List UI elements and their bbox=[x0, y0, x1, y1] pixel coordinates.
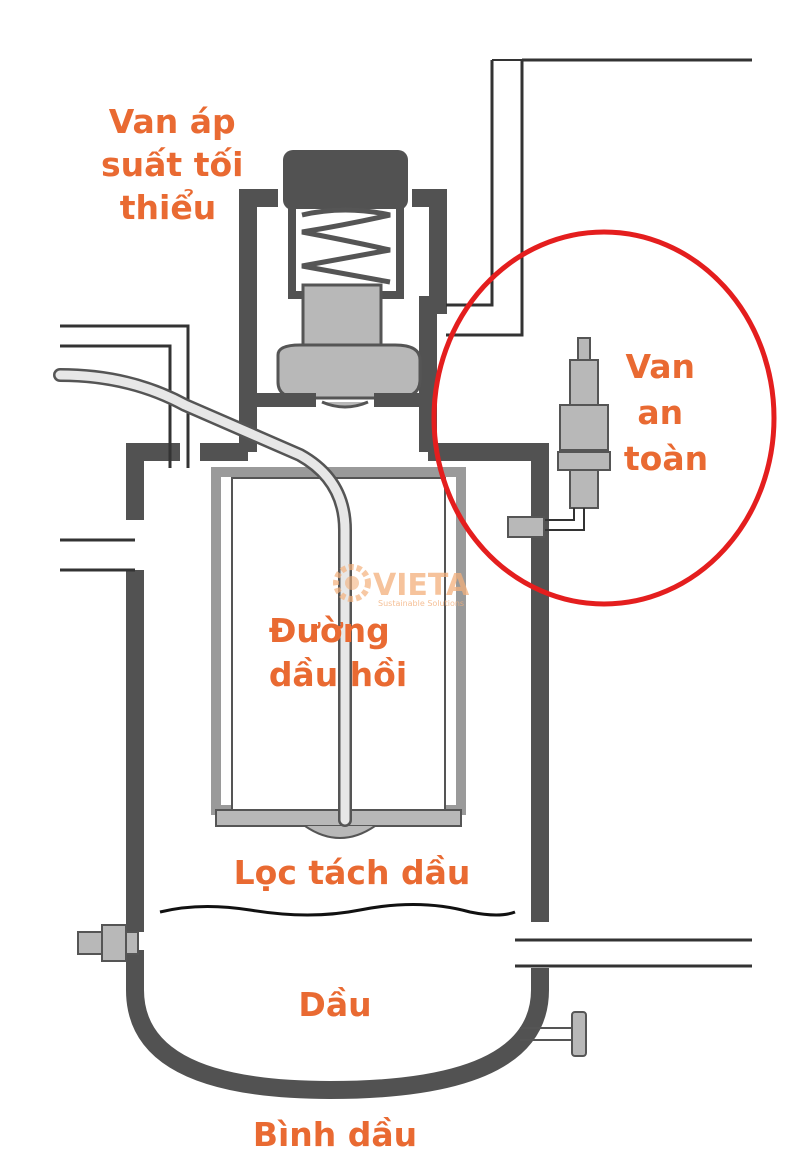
drain-fitting-nut bbox=[101, 924, 127, 962]
filter-cup bbox=[304, 825, 376, 839]
valve-piston bbox=[301, 283, 383, 352]
valve-housing-wall bbox=[239, 189, 447, 452]
valve-disc bbox=[276, 343, 422, 400]
valve-spring bbox=[301, 207, 391, 285]
watermark-tagline: Sustainable Solutions bbox=[378, 599, 464, 608]
label-oil-tank: Bình dầu bbox=[253, 1115, 417, 1154]
label-min-pressure-valve-line-1: Van áp bbox=[109, 102, 236, 141]
oil-return-line bbox=[53, 368, 352, 827]
drain-fitting-pipe bbox=[520, 1027, 575, 1041]
label-min-pressure-valve-line-3: thiểu bbox=[120, 187, 216, 227]
valve-seat-gap bbox=[321, 400, 369, 409]
drain-fitting-cap bbox=[571, 1011, 587, 1057]
label-oil: Dầu bbox=[298, 985, 371, 1024]
drain-fitting-left bbox=[77, 924, 139, 962]
watermark-gear-hub bbox=[345, 576, 359, 590]
label-oil-return-line-2: dầu hồi bbox=[269, 655, 407, 694]
label-min-pressure-valve-line-2: suất tối bbox=[101, 145, 243, 184]
label-oil-return-line-1: Đường bbox=[269, 611, 390, 650]
outlet-pipe bbox=[515, 938, 752, 968]
safety-valve-body bbox=[559, 404, 609, 451]
safety-valve-highlight-circle bbox=[431, 229, 777, 607]
safety-valve-base bbox=[569, 469, 599, 509]
return-tube-inner bbox=[55, 370, 350, 825]
safety-valve bbox=[507, 337, 611, 538]
inlet-pipes bbox=[60, 324, 190, 572]
safety-valve-nut bbox=[557, 451, 611, 471]
label-safety-valve: Van an toàn bbox=[624, 347, 708, 478]
side-inlet-pipe bbox=[60, 538, 135, 572]
safety-valve-port bbox=[507, 516, 545, 538]
valve-outlet-lines bbox=[446, 58, 752, 337]
valve-cap bbox=[283, 150, 408, 210]
outlet-pipes bbox=[515, 938, 752, 968]
watermark-gear-icon bbox=[333, 564, 371, 602]
oil-level-line bbox=[159, 902, 516, 917]
label-safety-valve-line-1: Van bbox=[626, 347, 696, 386]
watermark-brand: VIETA bbox=[373, 568, 470, 603]
safety-valve-top bbox=[569, 359, 599, 406]
watermark: VIETA Sustainable Solutions bbox=[333, 564, 470, 608]
vessel-left-wall bbox=[126, 452, 549, 1100]
drain-fitting-right bbox=[520, 1011, 587, 1057]
min-pressure-valve-housing bbox=[239, 58, 752, 452]
label-oil-separator-filter: Lọc tách dầu bbox=[234, 853, 471, 892]
safety-valve-stem bbox=[577, 337, 591, 363]
inlet-pipe-upper bbox=[60, 324, 190, 468]
label-oil-return-line: Đường dầu hồi bbox=[269, 611, 407, 694]
label-min-pressure-valve: Van áp suất tối thiểu bbox=[101, 102, 255, 227]
safety-valve-pipe bbox=[540, 508, 585, 531]
label-safety-valve-line-2: an bbox=[637, 393, 683, 432]
label-safety-valve-line-3: toàn bbox=[624, 439, 708, 478]
vessel-inner-line bbox=[159, 470, 516, 1068]
